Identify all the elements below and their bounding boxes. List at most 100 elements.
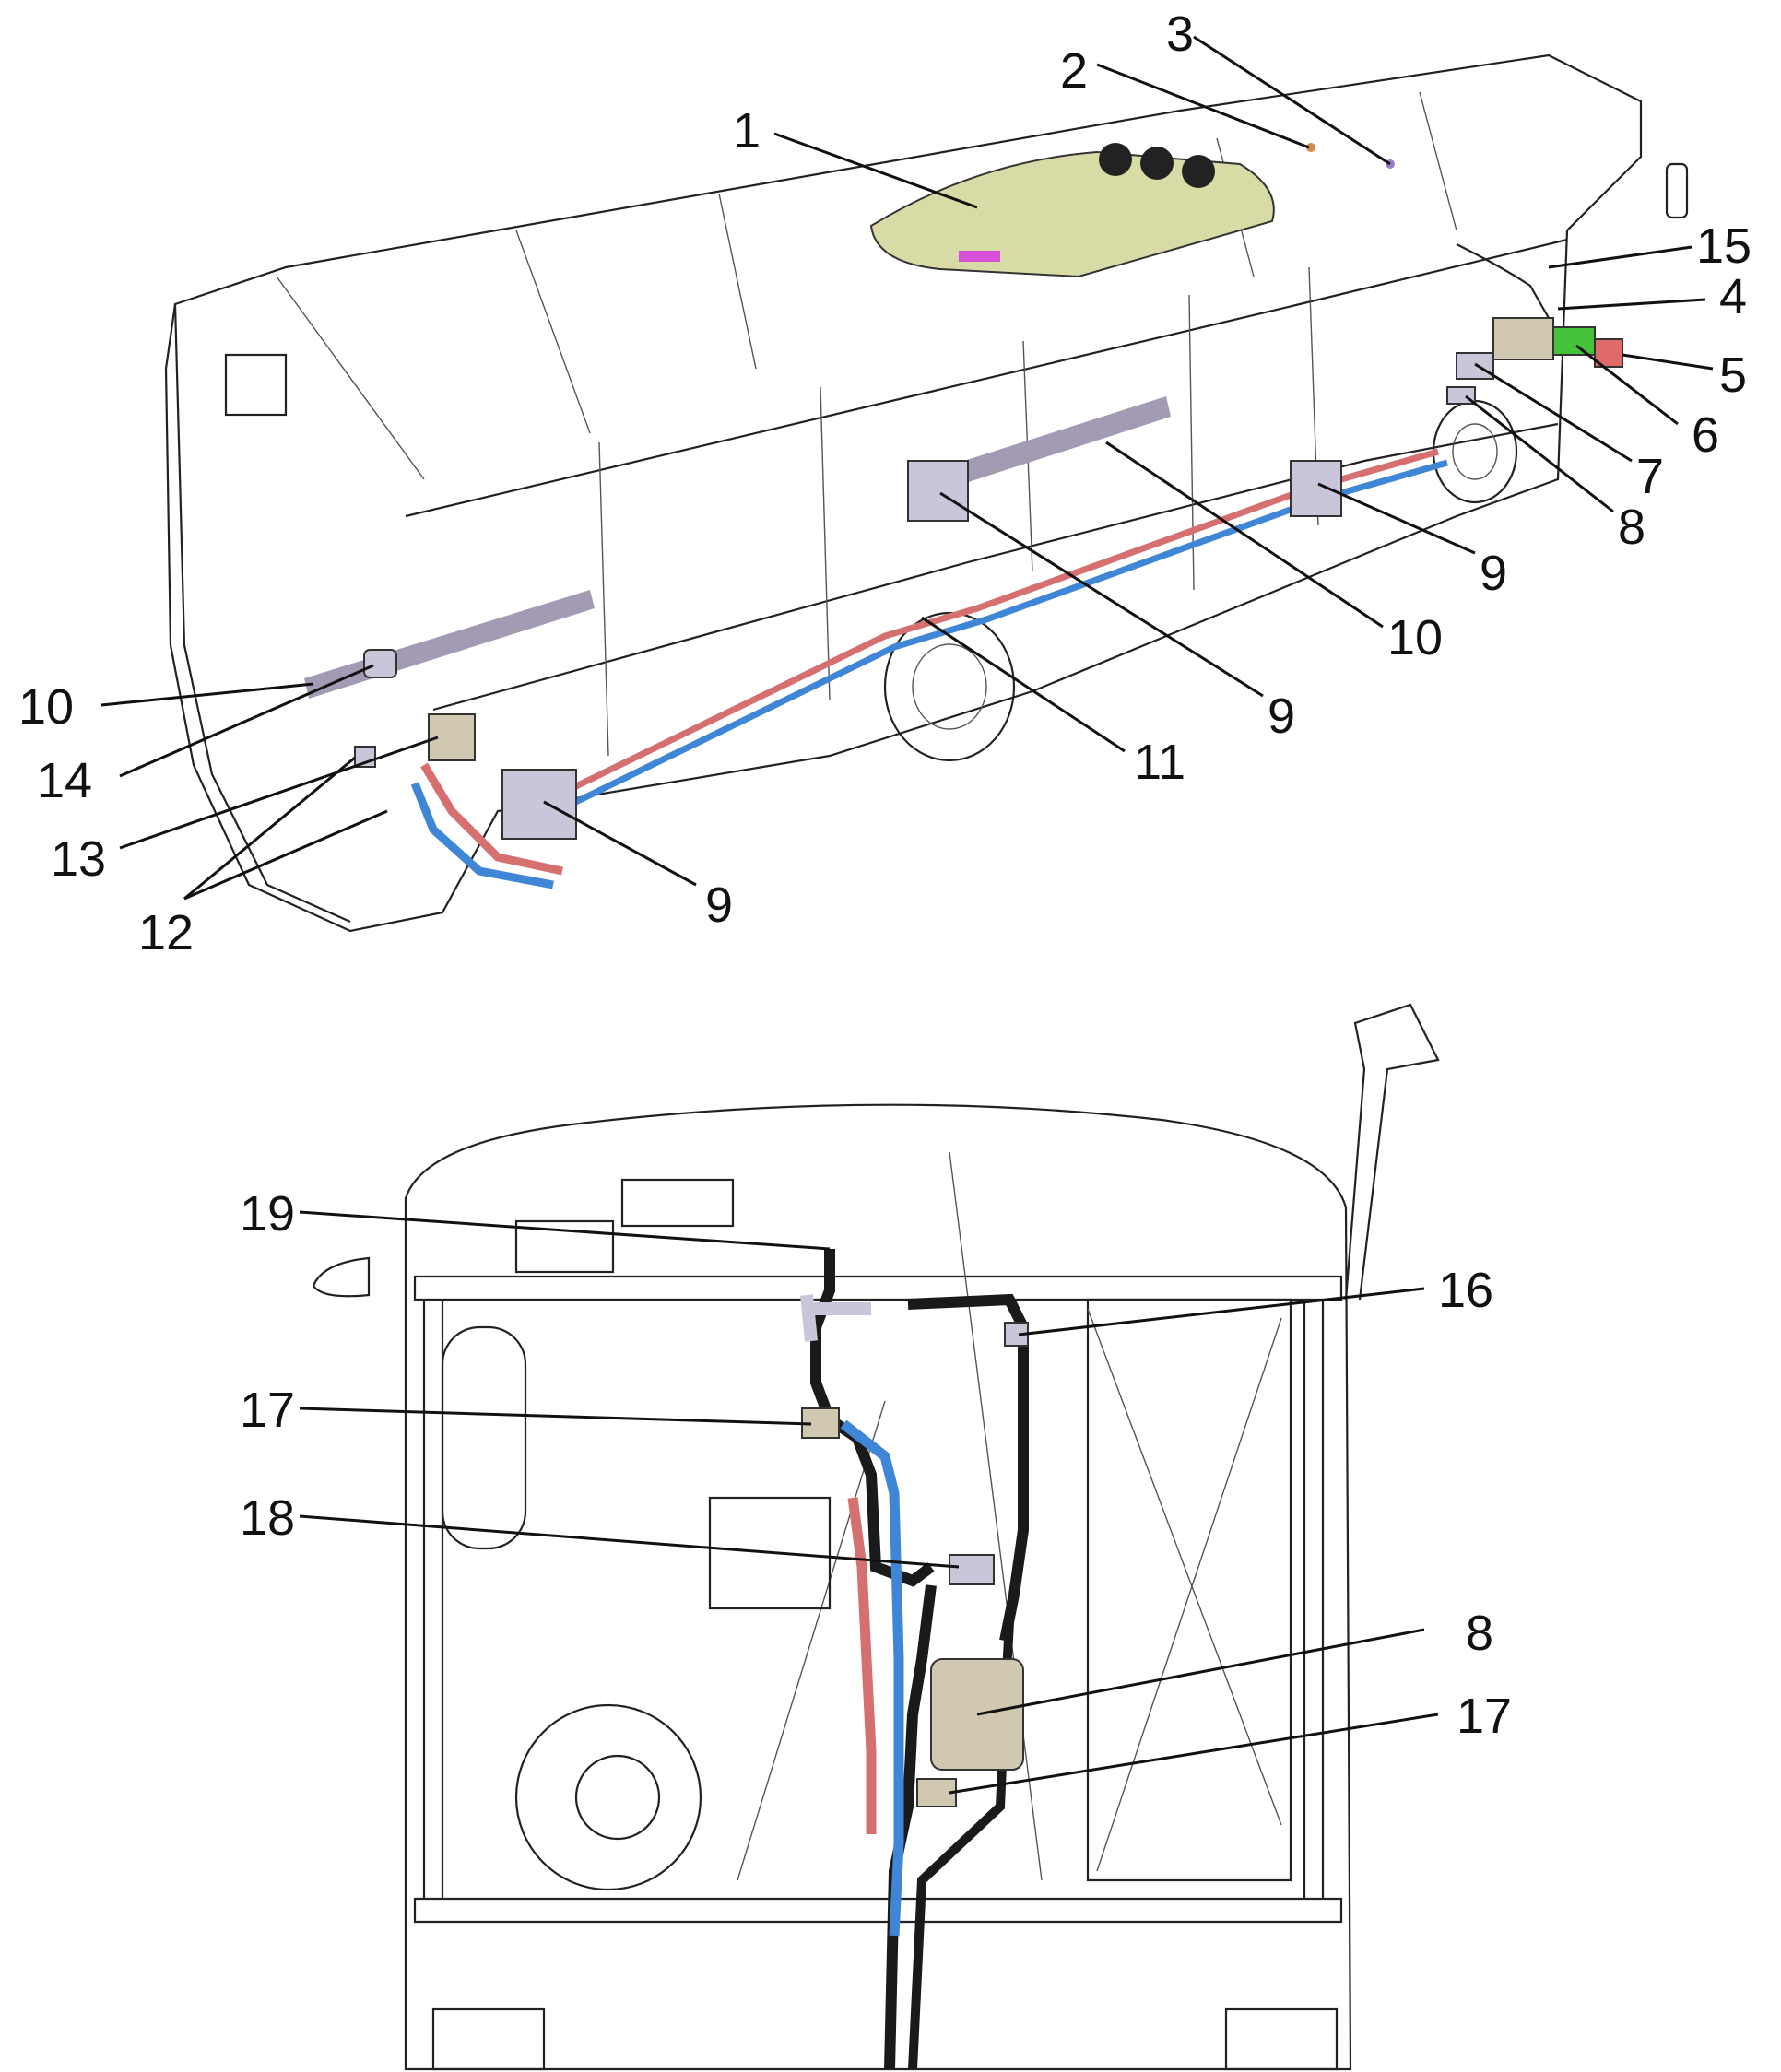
- leader-12a: [183, 756, 356, 901]
- callout-9-front: 9: [1480, 546, 1507, 601]
- bottom-crossbeam: [413, 1897, 1343, 1924]
- roof-sensor-2: [1306, 143, 1315, 152]
- window-pillar-1: [598, 441, 609, 757]
- leader-3: [1193, 35, 1391, 166]
- air-duct-rear: [304, 590, 595, 699]
- black-hose-right: [907, 1293, 1029, 1642]
- leader-8: [1465, 394, 1614, 513]
- callout-17-upper: 17: [240, 1383, 295, 1438]
- lilac-hose-top: [800, 1294, 871, 1342]
- callout-8-bottom: 8: [1466, 1606, 1493, 1661]
- expansion-tank: [441, 1325, 527, 1550]
- rear-body-outline: [404, 1103, 1352, 2071]
- bottom-callouts: 16 19 17 18 8 17: [240, 1186, 1512, 1744]
- front-heater-box: [1492, 317, 1554, 360]
- callout-4: 4: [1719, 269, 1747, 324]
- leader-2: [1096, 63, 1310, 149]
- leader-11: [921, 616, 1126, 753]
- leader-4: [1557, 298, 1706, 311]
- rear-box-14: [363, 649, 397, 678]
- right-wheel-well: [1224, 2007, 1339, 2071]
- callout-10-front: 10: [1387, 610, 1443, 665]
- coolant-tank-rear: [428, 713, 476, 761]
- roof-magenta-part: [959, 251, 1000, 262]
- diagonal-brace-1: [949, 1151, 1043, 1881]
- callout-13: 13: [51, 831, 106, 887]
- leader-1: [773, 132, 978, 209]
- leader-9a: [1317, 482, 1476, 555]
- leader-10b: [100, 682, 314, 707]
- callout-8: 8: [1618, 500, 1645, 555]
- air-duct-front: [949, 396, 1171, 487]
- callout-18: 18: [240, 1490, 295, 1546]
- ac-fan-3: [1182, 155, 1215, 188]
- callout-7: 7: [1636, 449, 1664, 504]
- leader-14: [119, 664, 374, 778]
- callout-3: 3: [1166, 6, 1194, 62]
- bus-roof-outline: [164, 53, 1643, 933]
- ac-fan-1: [1099, 143, 1132, 176]
- callout-11: 11: [1134, 735, 1185, 790]
- ac-fan-2: [1140, 147, 1174, 180]
- callout-15: 15: [1696, 218, 1752, 274]
- cold-water-pipe: [551, 459, 1448, 817]
- rear-cold-loop: [410, 782, 554, 889]
- leader-17-upper: [299, 1407, 812, 1426]
- callout-12: 12: [138, 905, 194, 960]
- leader-10a: [1105, 441, 1384, 629]
- top-crossbeam: [413, 1275, 1343, 1301]
- leader-13: [119, 736, 439, 850]
- leader-19: [299, 1210, 831, 1251]
- leader-9b: [939, 491, 1264, 698]
- front-valve-7: [1456, 352, 1494, 380]
- upper-control-box: [620, 1178, 735, 1228]
- hot-water-pipe: [542, 448, 1439, 806]
- left-mirror: [312, 1256, 371, 1298]
- callout-10-rear: 10: [18, 679, 74, 735]
- leader-6: [1575, 344, 1679, 426]
- roof-panel-seam-1: [276, 276, 425, 480]
- diagonal-brace-2: [1087, 1308, 1282, 1826]
- callout-2: 2: [1060, 43, 1088, 99]
- central-module-box: [708, 1496, 832, 1610]
- callout-5: 5: [1719, 347, 1747, 403]
- top-leader-lines: [100, 35, 1714, 901]
- leader-15: [1548, 245, 1693, 269]
- roof-panel-seam-3: [718, 193, 757, 370]
- blue-coolant-hose: [840, 1419, 904, 1937]
- compressor-pulley: [574, 1754, 661, 1841]
- leader-18: [299, 1514, 960, 1569]
- heater-unit-rear: [501, 769, 577, 840]
- callout-14: 14: [37, 753, 92, 808]
- leader-8-bottom: [976, 1628, 1425, 1716]
- bottom-leader-lines: [299, 1210, 1439, 1795]
- window-pillar-4: [1188, 294, 1195, 591]
- bus-floor-line: [432, 422, 1559, 712]
- front-wheel: [1432, 399, 1518, 504]
- leader-9c: [543, 800, 697, 887]
- engine-compartment-view: [312, 1003, 1440, 2071]
- callout-9-middle: 9: [1268, 689, 1295, 744]
- electronic-box-19: [514, 1219, 615, 1274]
- heater-unit-front: [1290, 460, 1342, 517]
- right-door-panel: [1086, 1298, 1292, 1882]
- compressor-housing: [514, 1703, 702, 1891]
- leader-17-lower: [949, 1713, 1439, 1795]
- callout-19: 19: [240, 1186, 295, 1242]
- diagonal-brace-4: [737, 1400, 886, 1881]
- valve-18: [949, 1554, 995, 1585]
- leader-12b: [183, 809, 388, 901]
- roof-panel-seam-2: [515, 230, 591, 434]
- roof-panel-seam-5: [1419, 91, 1457, 231]
- leader-16: [1018, 1287, 1425, 1336]
- front-green-module: [1552, 326, 1596, 356]
- rear-window: [224, 353, 288, 417]
- callout-1: 1: [733, 103, 761, 159]
- callout-16: 16: [1438, 1263, 1493, 1318]
- rear-hot-loop: [420, 762, 563, 876]
- roof-ac-unit: [869, 150, 1275, 278]
- right-frame-rail: [1303, 1300, 1325, 1899]
- front-black-hoses: [1456, 243, 1550, 319]
- callout-17-lower: 17: [1457, 1689, 1512, 1744]
